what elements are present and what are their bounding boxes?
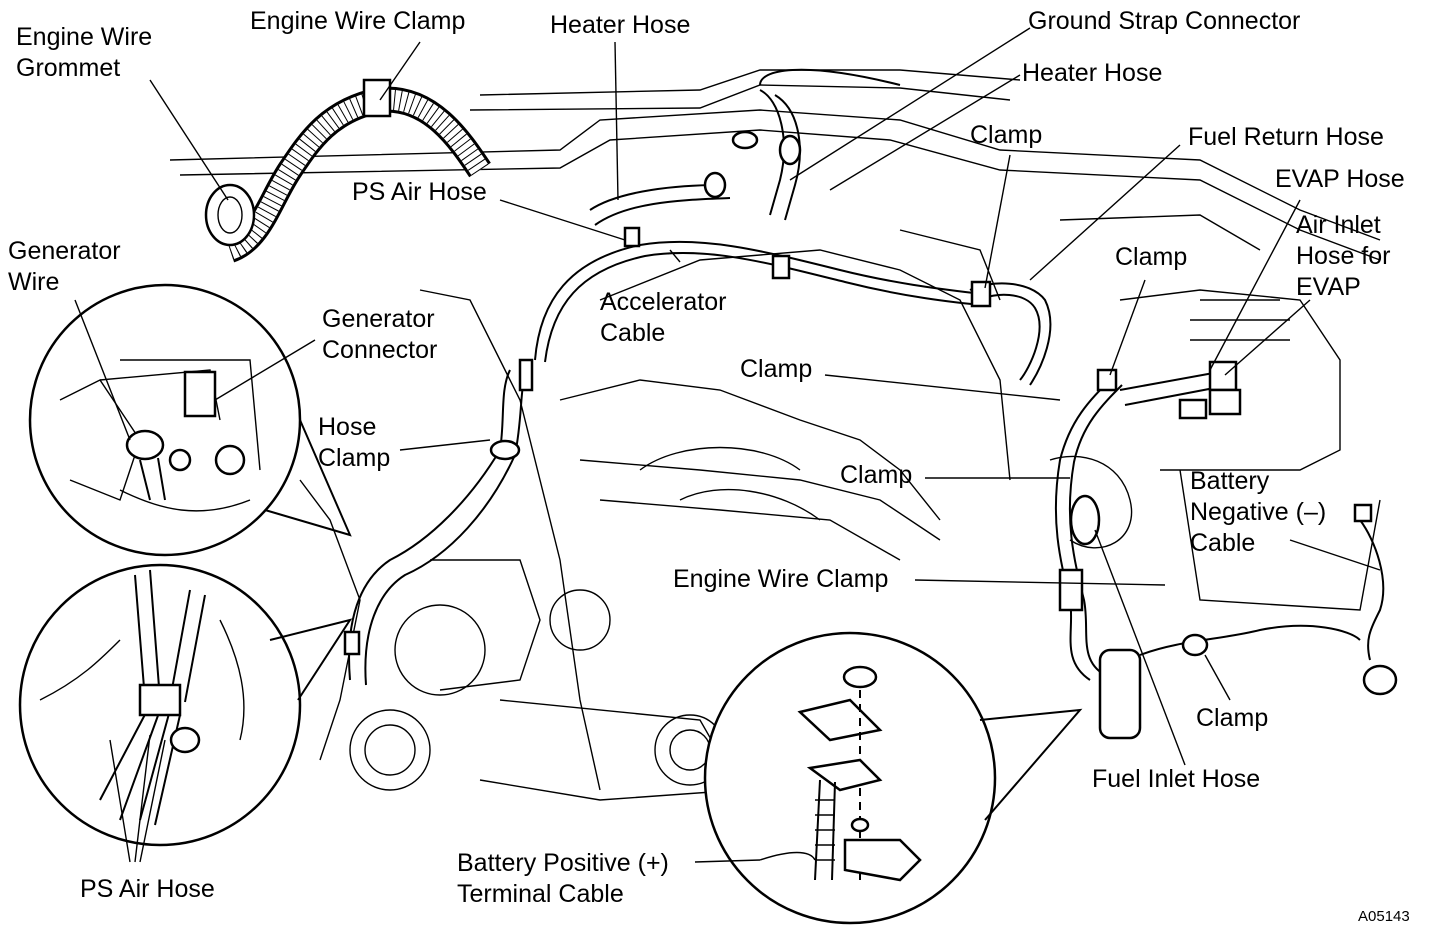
ps-hose-detail-callout [18, 563, 353, 847]
label-accelerator-cable: Accelerator Cable [600, 288, 727, 347]
label-air-inlet-hose-evap: Air Inlet Hose for EVAP [1296, 211, 1391, 301]
label-ground-strap-connector: Ground Strap Connector [1028, 7, 1301, 35]
fuel-hoses [969, 280, 1242, 740]
label-ps-air-hose-bottom: PS Air Hose [80, 875, 215, 903]
label-clamp-bottom-right: Clamp [1196, 704, 1269, 732]
label-fuel-return-hose: Fuel Return Hose [1188, 123, 1384, 151]
label-generator-wire: Generator Wire [8, 237, 121, 296]
leader-lines [74, 27, 1381, 863]
accelerator-cable [534, 226, 991, 363]
label-generator-connector: Generator Connector [322, 305, 438, 364]
label-heater-hose-top: Heater Hose [550, 11, 691, 39]
label-engine-wire-clamp-top: Engine Wire Clamp [250, 7, 466, 35]
generator-detail-callout [28, 283, 352, 557]
battery-terminal-detail-callout [703, 631, 1083, 925]
label-evap-hose: EVAP Hose [1275, 165, 1405, 193]
label-clamp-middle: Clamp [740, 355, 813, 383]
engine-outline [169, 69, 1381, 801]
label-fuel-inlet-hose: Fuel Inlet Hose [1092, 765, 1261, 793]
label-ps-air-hose-top: PS Air Hose [352, 178, 487, 206]
label-engine-wire-clamp-bottom: Engine Wire Clamp [673, 565, 889, 593]
label-battery-negative-cable: Battery Negative (–) Cable [1190, 467, 1327, 557]
battery-negative-cable [1139, 503, 1398, 696]
label-heater-hose-right: Heater Hose [1022, 59, 1163, 87]
label-engine-wire-grommet: Engine Wire Grommet [16, 23, 153, 82]
engine-wire-harness [204, 78, 491, 263]
label-clamp-lower: Clamp [840, 461, 913, 489]
label-hose-clamp: Hose Clamp [318, 413, 391, 472]
label-battery-positive-terminal-cable: Battery Positive (+) Terminal Cable [457, 849, 669, 908]
ps-hose-left [343, 358, 534, 686]
label-clamp-top: Clamp [970, 121, 1043, 149]
label-clamp-right-upper: Clamp [1115, 243, 1188, 271]
figure-code: A05143 [1358, 908, 1410, 925]
heater-hoses [589, 68, 901, 226]
